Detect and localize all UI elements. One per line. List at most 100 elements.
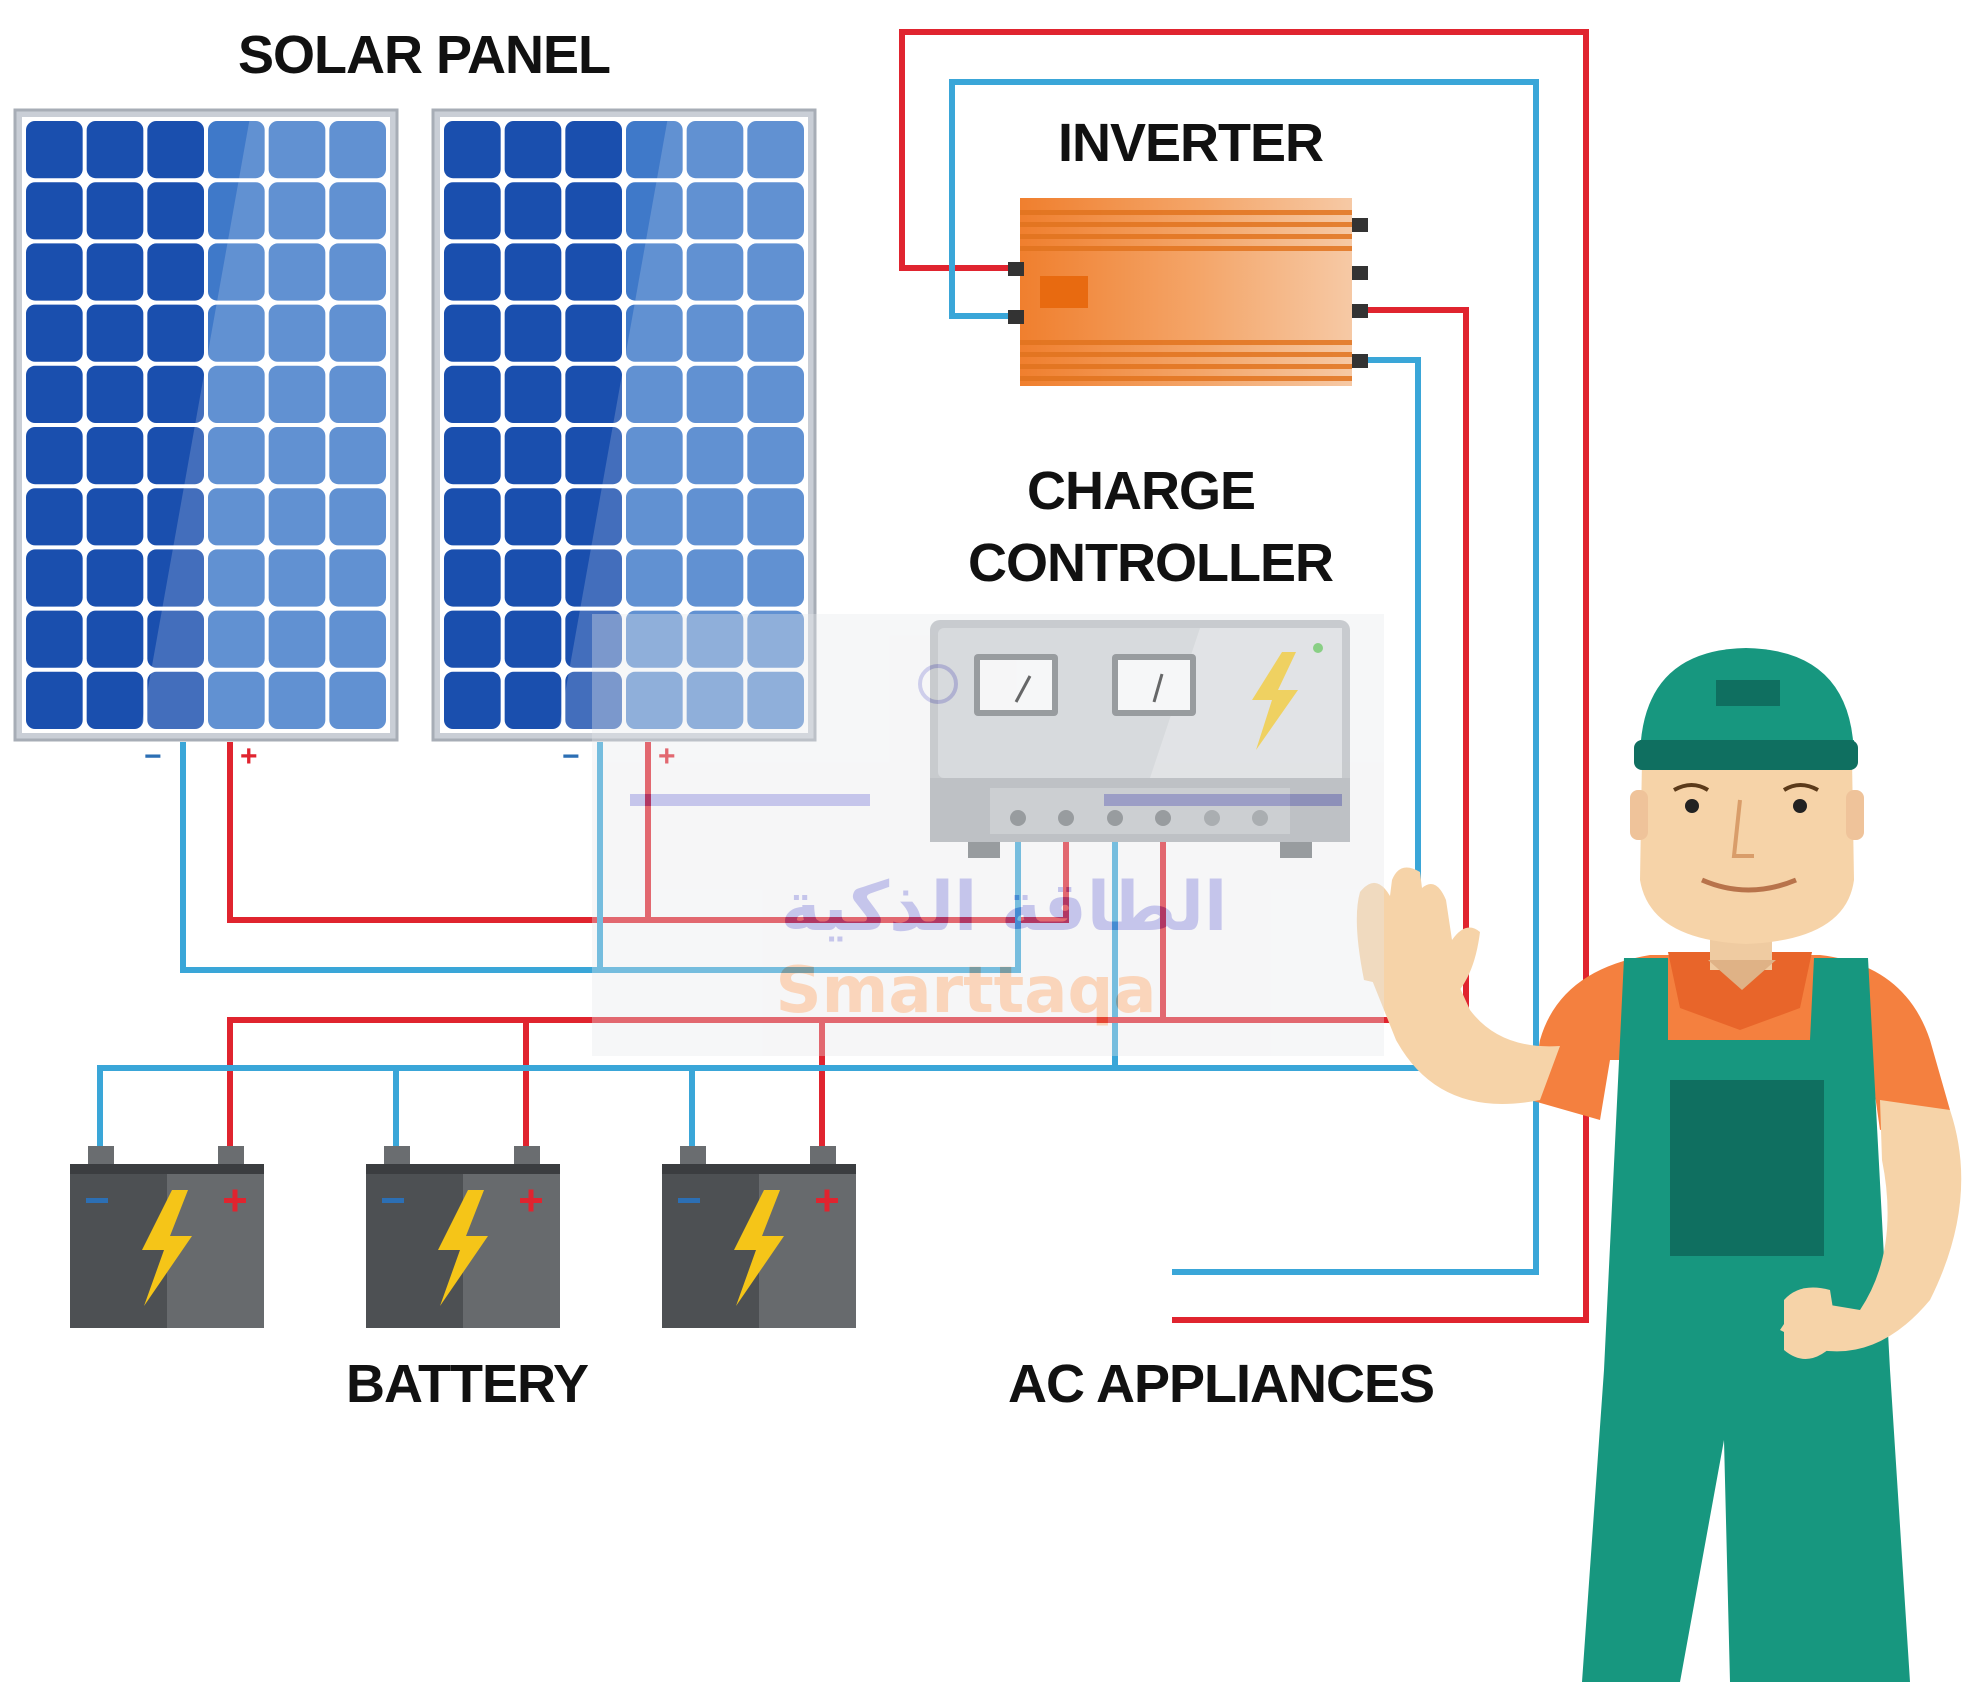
solar-cell bbox=[329, 427, 386, 485]
solar-cell bbox=[444, 610, 501, 668]
solar-cell bbox=[26, 365, 83, 423]
solar-cell bbox=[86, 671, 144, 729]
solar-cell bbox=[626, 671, 683, 729]
solar-cell bbox=[329, 121, 386, 179]
worker-illustration bbox=[1356, 648, 1962, 1682]
solar-cell bbox=[147, 488, 204, 546]
solar-cell bbox=[26, 121, 83, 179]
battery-unit bbox=[662, 1146, 856, 1328]
solar-cell bbox=[208, 243, 265, 301]
solar-cell bbox=[86, 243, 144, 301]
solar-cell bbox=[86, 427, 144, 485]
solar-panel-left bbox=[13, 108, 399, 742]
solar-cell bbox=[26, 549, 83, 607]
solar-cell bbox=[444, 488, 501, 546]
solar-cell bbox=[504, 671, 562, 729]
solar-cell bbox=[268, 182, 326, 240]
ac-negative-wire bbox=[949, 79, 1539, 1275]
solar-cell bbox=[329, 182, 386, 240]
solar-cell bbox=[747, 427, 804, 485]
charge-controller-label-line1: CHARGE bbox=[1027, 461, 1256, 521]
solar-cell bbox=[147, 243, 204, 301]
solar-cell bbox=[444, 365, 501, 423]
battery-negative-bus bbox=[97, 1065, 1115, 1150]
solar-cell bbox=[444, 121, 501, 179]
solar-cell bbox=[686, 488, 744, 546]
inverter-label: INVERTER bbox=[1058, 113, 1324, 173]
solar-cell bbox=[747, 182, 804, 240]
solar-cell bbox=[86, 365, 144, 423]
solar-cell bbox=[565, 671, 622, 729]
solar-cell bbox=[86, 121, 144, 179]
solar-cell bbox=[686, 304, 744, 362]
solar-cell bbox=[86, 488, 144, 546]
inverter-dc-positive-wire bbox=[1165, 307, 1469, 1023]
solar-cell bbox=[268, 610, 326, 668]
solar-cell bbox=[208, 427, 265, 485]
solar-cell bbox=[268, 121, 326, 179]
solar-cell bbox=[86, 304, 144, 362]
solar-cell bbox=[504, 427, 562, 485]
solar-cell bbox=[208, 488, 265, 546]
panel1-positive-symbol: + bbox=[240, 740, 258, 773]
solar-cell bbox=[747, 304, 804, 362]
ac-appliances-label: AC APPLIANCES bbox=[1008, 1354, 1435, 1414]
solar-cell bbox=[329, 304, 386, 362]
solar-cell bbox=[329, 610, 386, 668]
solar-cell bbox=[147, 671, 204, 729]
solar-cell bbox=[686, 549, 744, 607]
ac-positive-wire bbox=[899, 29, 1589, 1323]
solar-cell bbox=[565, 610, 622, 668]
solar-cell bbox=[504, 304, 562, 362]
solar-cell bbox=[626, 427, 683, 485]
inverter-device bbox=[1008, 198, 1368, 386]
panel1-negative-symbol: − bbox=[144, 740, 162, 773]
solar-cell bbox=[329, 671, 386, 729]
solar-cell bbox=[626, 121, 683, 179]
solar-cell bbox=[208, 121, 265, 179]
solar-cell bbox=[147, 121, 204, 179]
solar-cell bbox=[504, 610, 562, 668]
solar-panel-right bbox=[431, 108, 817, 742]
battery-bank bbox=[70, 1146, 856, 1328]
watermark-latin: Smarttaqa bbox=[776, 954, 1157, 1028]
wiring bbox=[97, 29, 1589, 1323]
solar-cell bbox=[686, 365, 744, 423]
solar-cell bbox=[565, 304, 622, 362]
solar-cell bbox=[329, 365, 386, 423]
solar-cell bbox=[444, 427, 501, 485]
solar-cell bbox=[444, 549, 501, 607]
inverter-dc-negative-wire bbox=[1115, 357, 1421, 1071]
solar-cell bbox=[747, 549, 804, 607]
solar-cell bbox=[86, 549, 144, 607]
solar-cell bbox=[565, 365, 622, 423]
solar-cell bbox=[147, 304, 204, 362]
solar-cell bbox=[626, 304, 683, 362]
solar-cell bbox=[626, 488, 683, 546]
solar-cell bbox=[504, 549, 562, 607]
solar-cell bbox=[26, 610, 83, 668]
solar-cell bbox=[26, 243, 83, 301]
solar-cell bbox=[565, 427, 622, 485]
solar-cell bbox=[26, 488, 83, 546]
solar-cell bbox=[565, 121, 622, 179]
solar-cell bbox=[329, 488, 386, 546]
solar-cell bbox=[26, 671, 83, 729]
solar-cell bbox=[504, 243, 562, 301]
solar-cell bbox=[686, 121, 744, 179]
solar-cell bbox=[268, 365, 326, 423]
solar-cell bbox=[626, 243, 683, 301]
solar-cell bbox=[147, 182, 204, 240]
solar-cell bbox=[26, 182, 83, 240]
solar-cell bbox=[268, 427, 326, 485]
solar-cell bbox=[686, 243, 744, 301]
solar-cell bbox=[626, 610, 683, 668]
solar-cell bbox=[626, 549, 683, 607]
solar-cell bbox=[329, 243, 386, 301]
solar-cell bbox=[747, 488, 804, 546]
solar-cell bbox=[208, 182, 265, 240]
battery-label: BATTERY bbox=[346, 1354, 589, 1414]
panel2-positive-symbol: + bbox=[658, 740, 676, 773]
solar-cell bbox=[208, 671, 265, 729]
